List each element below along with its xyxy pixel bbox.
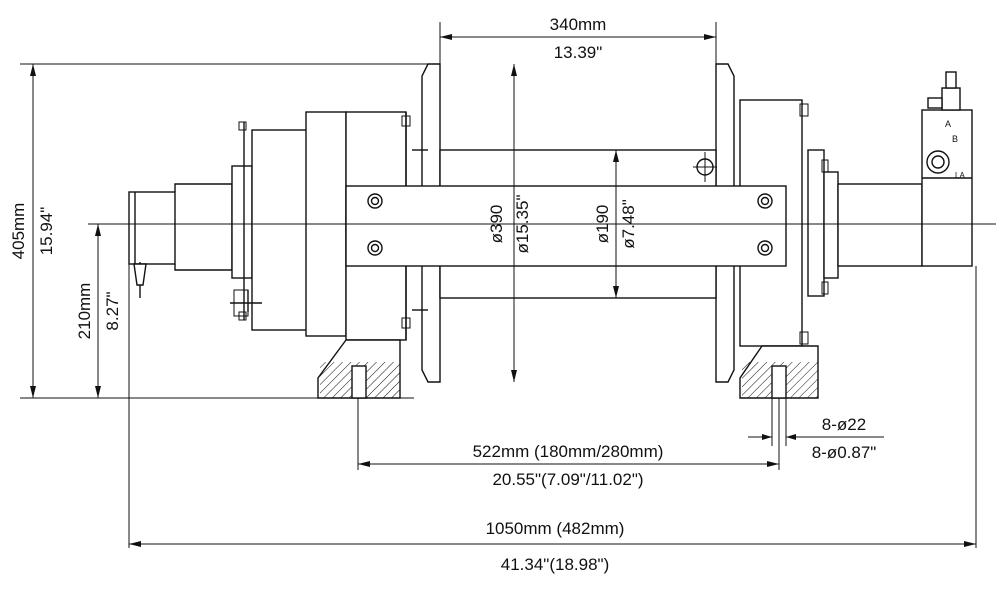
valve-port-a: A [945,119,951,129]
flange-dia-mm: ø390 [487,205,506,244]
center-lines [20,63,996,548]
center-height-mm: 210mm [75,283,94,340]
valve-port-b: B [952,134,958,144]
overall-in: 41.34"(18.98") [501,555,609,574]
valve-port-c: LA [955,171,965,180]
motor-end-cap [128,191,176,265]
holes-mm: 8-ø22 [822,415,866,434]
winch-body: A B LA [128,63,973,399]
dimension-labels: 340mm 13.39" 405mm 15.94" 210mm 8.27" ø3… [9,15,876,574]
center-height-in: 8.27" [103,291,122,330]
motor-flange [231,165,253,279]
holes-in: 8-ø0.87" [812,443,877,462]
barrel-dia-mm: ø190 [593,205,612,244]
barrel-dia-in: ø7.48" [619,199,638,249]
tie-bar [345,185,787,267]
overall-mm: 1050mm (482mm) [486,519,625,538]
height-mm: 405mm [9,203,28,260]
flange-dia-in: ø15.35" [513,195,532,254]
drum-width-mm: 340mm [550,15,607,34]
brake-housing [251,129,311,331]
drum-width-in: 13.39" [554,43,603,62]
height-in: 15.94" [37,207,56,256]
bolt-spacing-mm: 522mm (180mm/280mm) [473,442,664,461]
dimension-lines [30,22,976,547]
right-shaft [837,183,923,267]
tie-bar-bolts [367,193,773,256]
bolt-spacing-in: 20.55"(7.09"/11.02") [492,470,643,489]
valve-block [921,109,973,267]
